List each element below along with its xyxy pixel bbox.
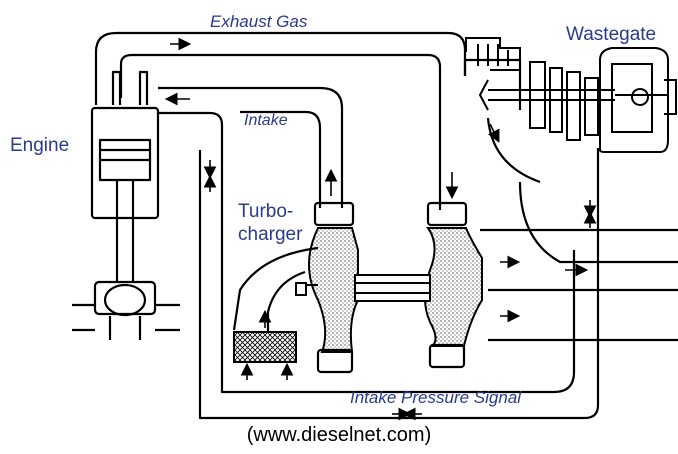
exhaust-port — [113, 72, 120, 105]
exhaust-pipe-inner — [121, 55, 440, 210]
turbine-wheel — [425, 228, 482, 346]
wastegate-valve — [466, 38, 676, 152]
label-wastegate: Wastegate — [566, 24, 656, 45]
label-intake-pressure-signal: Intake Pressure Signal — [350, 388, 522, 407]
label-turbocharger-1: Turbo- — [238, 201, 293, 222]
label-intake: Intake — [244, 112, 288, 129]
turbine-inlet-neck — [428, 203, 466, 225]
intake-pipe-outer — [158, 88, 342, 208]
turbine-bottom-neck — [430, 345, 464, 367]
engine-crankshaft — [95, 282, 155, 314]
exhaust-pipe-outer — [96, 33, 465, 105]
label-engine: Engine — [10, 135, 69, 156]
label-exhaust-gas: Exhaust Gas — [210, 12, 308, 31]
intake-pipe-inner — [158, 113, 222, 200]
engine-connecting-rod — [117, 180, 133, 282]
source-credit: (www.dieselnet.com) — [0, 424, 678, 447]
compressor-bottom-neck — [318, 350, 352, 372]
compressor-wheel — [300, 228, 358, 352]
label-turbocharger-2: charger — [238, 224, 303, 245]
engine-cylinder — [92, 108, 158, 218]
wastegate-bypass-duct — [465, 60, 520, 110]
air-filter — [234, 332, 296, 362]
exhaust-port-2 — [140, 72, 147, 105]
